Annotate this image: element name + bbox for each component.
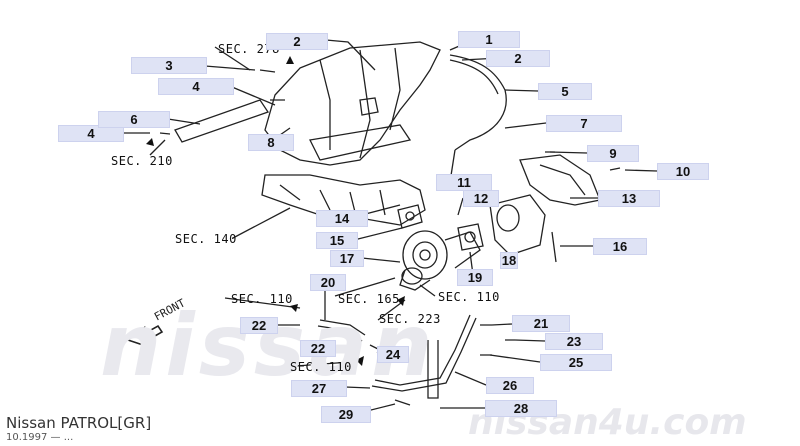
part-callout[interactable]: 27 bbox=[291, 380, 347, 397]
footer-model: Nissan PATROL[GR] bbox=[6, 414, 152, 432]
part-callout[interactable]: 12 bbox=[463, 190, 499, 207]
part-callout[interactable]: 20 bbox=[310, 274, 346, 291]
section-ref[interactable]: SEC. 210 bbox=[111, 154, 173, 168]
oil-pipe bbox=[449, 54, 507, 151]
part-callout[interactable]: 2 bbox=[486, 50, 550, 67]
oil-return-pipe bbox=[374, 314, 471, 386]
section-ref[interactable]: SEC. 110 bbox=[231, 292, 293, 306]
front-arrow-icon bbox=[126, 324, 164, 349]
part-callout[interactable]: 4 bbox=[158, 78, 234, 95]
part-callout[interactable]: 29 bbox=[321, 406, 371, 423]
part-callout[interactable]: 22 bbox=[300, 340, 336, 357]
exhaust-manifold bbox=[261, 174, 426, 226]
section-ref[interactable]: SEC. 278 bbox=[218, 42, 280, 56]
watermark-center: nissan bbox=[100, 296, 437, 396]
section-ref[interactable]: SEC. 165 bbox=[338, 292, 400, 306]
part-callout[interactable]: 19 bbox=[457, 269, 493, 286]
part-callout[interactable]: 13 bbox=[598, 190, 660, 207]
part-callout[interactable]: 7 bbox=[546, 115, 622, 132]
part-callout[interactable]: 25 bbox=[540, 354, 612, 371]
part-callout[interactable]: 3 bbox=[131, 57, 207, 74]
part-callout[interactable]: 4 bbox=[58, 125, 124, 142]
footer-date: 10.1997 — ... bbox=[6, 432, 74, 443]
part-callout[interactable]: 21 bbox=[512, 315, 570, 332]
gasket-outlet bbox=[457, 223, 484, 251]
part-callout[interactable]: 1 bbox=[458, 31, 520, 48]
part-callout[interactable]: 6 bbox=[98, 111, 170, 128]
section-ref[interactable]: SEC. 110 bbox=[438, 290, 500, 304]
part-callout[interactable]: 18 bbox=[500, 252, 518, 269]
part-callout[interactable]: 16 bbox=[593, 238, 647, 255]
part-callout[interactable]: 24 bbox=[377, 346, 409, 363]
part-callout[interactable]: 23 bbox=[545, 333, 603, 350]
part-callout[interactable]: 8 bbox=[248, 134, 294, 151]
section-ref[interactable]: SEC. 140 bbox=[175, 232, 237, 246]
part-callout[interactable]: 9 bbox=[587, 145, 639, 162]
section-ref[interactable]: SEC. 110 bbox=[290, 360, 352, 374]
gasket bbox=[397, 204, 423, 229]
part-callout[interactable]: 28 bbox=[485, 400, 557, 417]
part-callout[interactable]: 14 bbox=[316, 210, 368, 227]
part-callout[interactable]: 22 bbox=[240, 317, 278, 334]
part-callout[interactable]: 17 bbox=[330, 250, 364, 267]
part-callout[interactable]: 11 bbox=[436, 174, 492, 191]
turbocharger bbox=[399, 230, 481, 291]
exhaust-outlet bbox=[489, 194, 546, 256]
part-callout[interactable]: 10 bbox=[657, 163, 709, 180]
heat-shield bbox=[519, 154, 601, 206]
part-callout[interactable]: 15 bbox=[316, 232, 358, 249]
part-callout[interactable]: 5 bbox=[538, 83, 592, 100]
air-hose bbox=[174, 99, 270, 143]
part-callout[interactable]: 26 bbox=[486, 377, 534, 394]
water-pipe bbox=[319, 319, 366, 336]
part-callout[interactable]: 2 bbox=[266, 33, 328, 50]
section-ref[interactable]: SEC. 223 bbox=[379, 312, 441, 326]
